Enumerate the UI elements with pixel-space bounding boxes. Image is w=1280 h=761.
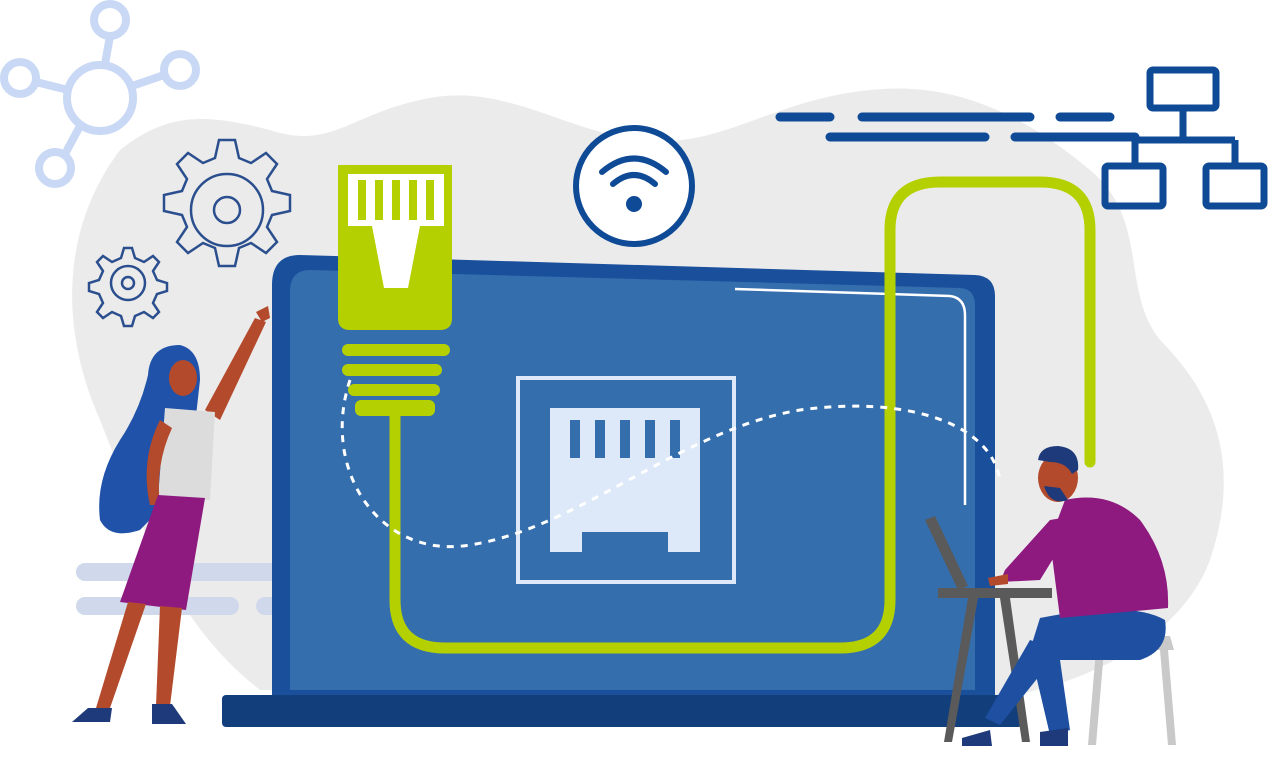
ethernet-plug-icon bbox=[338, 165, 452, 416]
data-lines bbox=[775, 112, 1140, 142]
man-figure bbox=[925, 446, 1176, 746]
wifi-icon bbox=[573, 125, 695, 247]
gear-large-icon bbox=[162, 138, 292, 268]
ethernet-port-icon bbox=[516, 376, 736, 584]
signal-wave bbox=[340, 379, 1002, 549]
molecule-icon bbox=[0, 0, 200, 188]
woman-figure bbox=[72, 306, 270, 724]
laptop-base bbox=[222, 695, 1022, 727]
network-cable bbox=[389, 176, 1096, 654]
screen-highlight bbox=[734, 287, 967, 505]
network-diagram-icon bbox=[1101, 66, 1268, 210]
gear-small-icon bbox=[87, 246, 169, 328]
